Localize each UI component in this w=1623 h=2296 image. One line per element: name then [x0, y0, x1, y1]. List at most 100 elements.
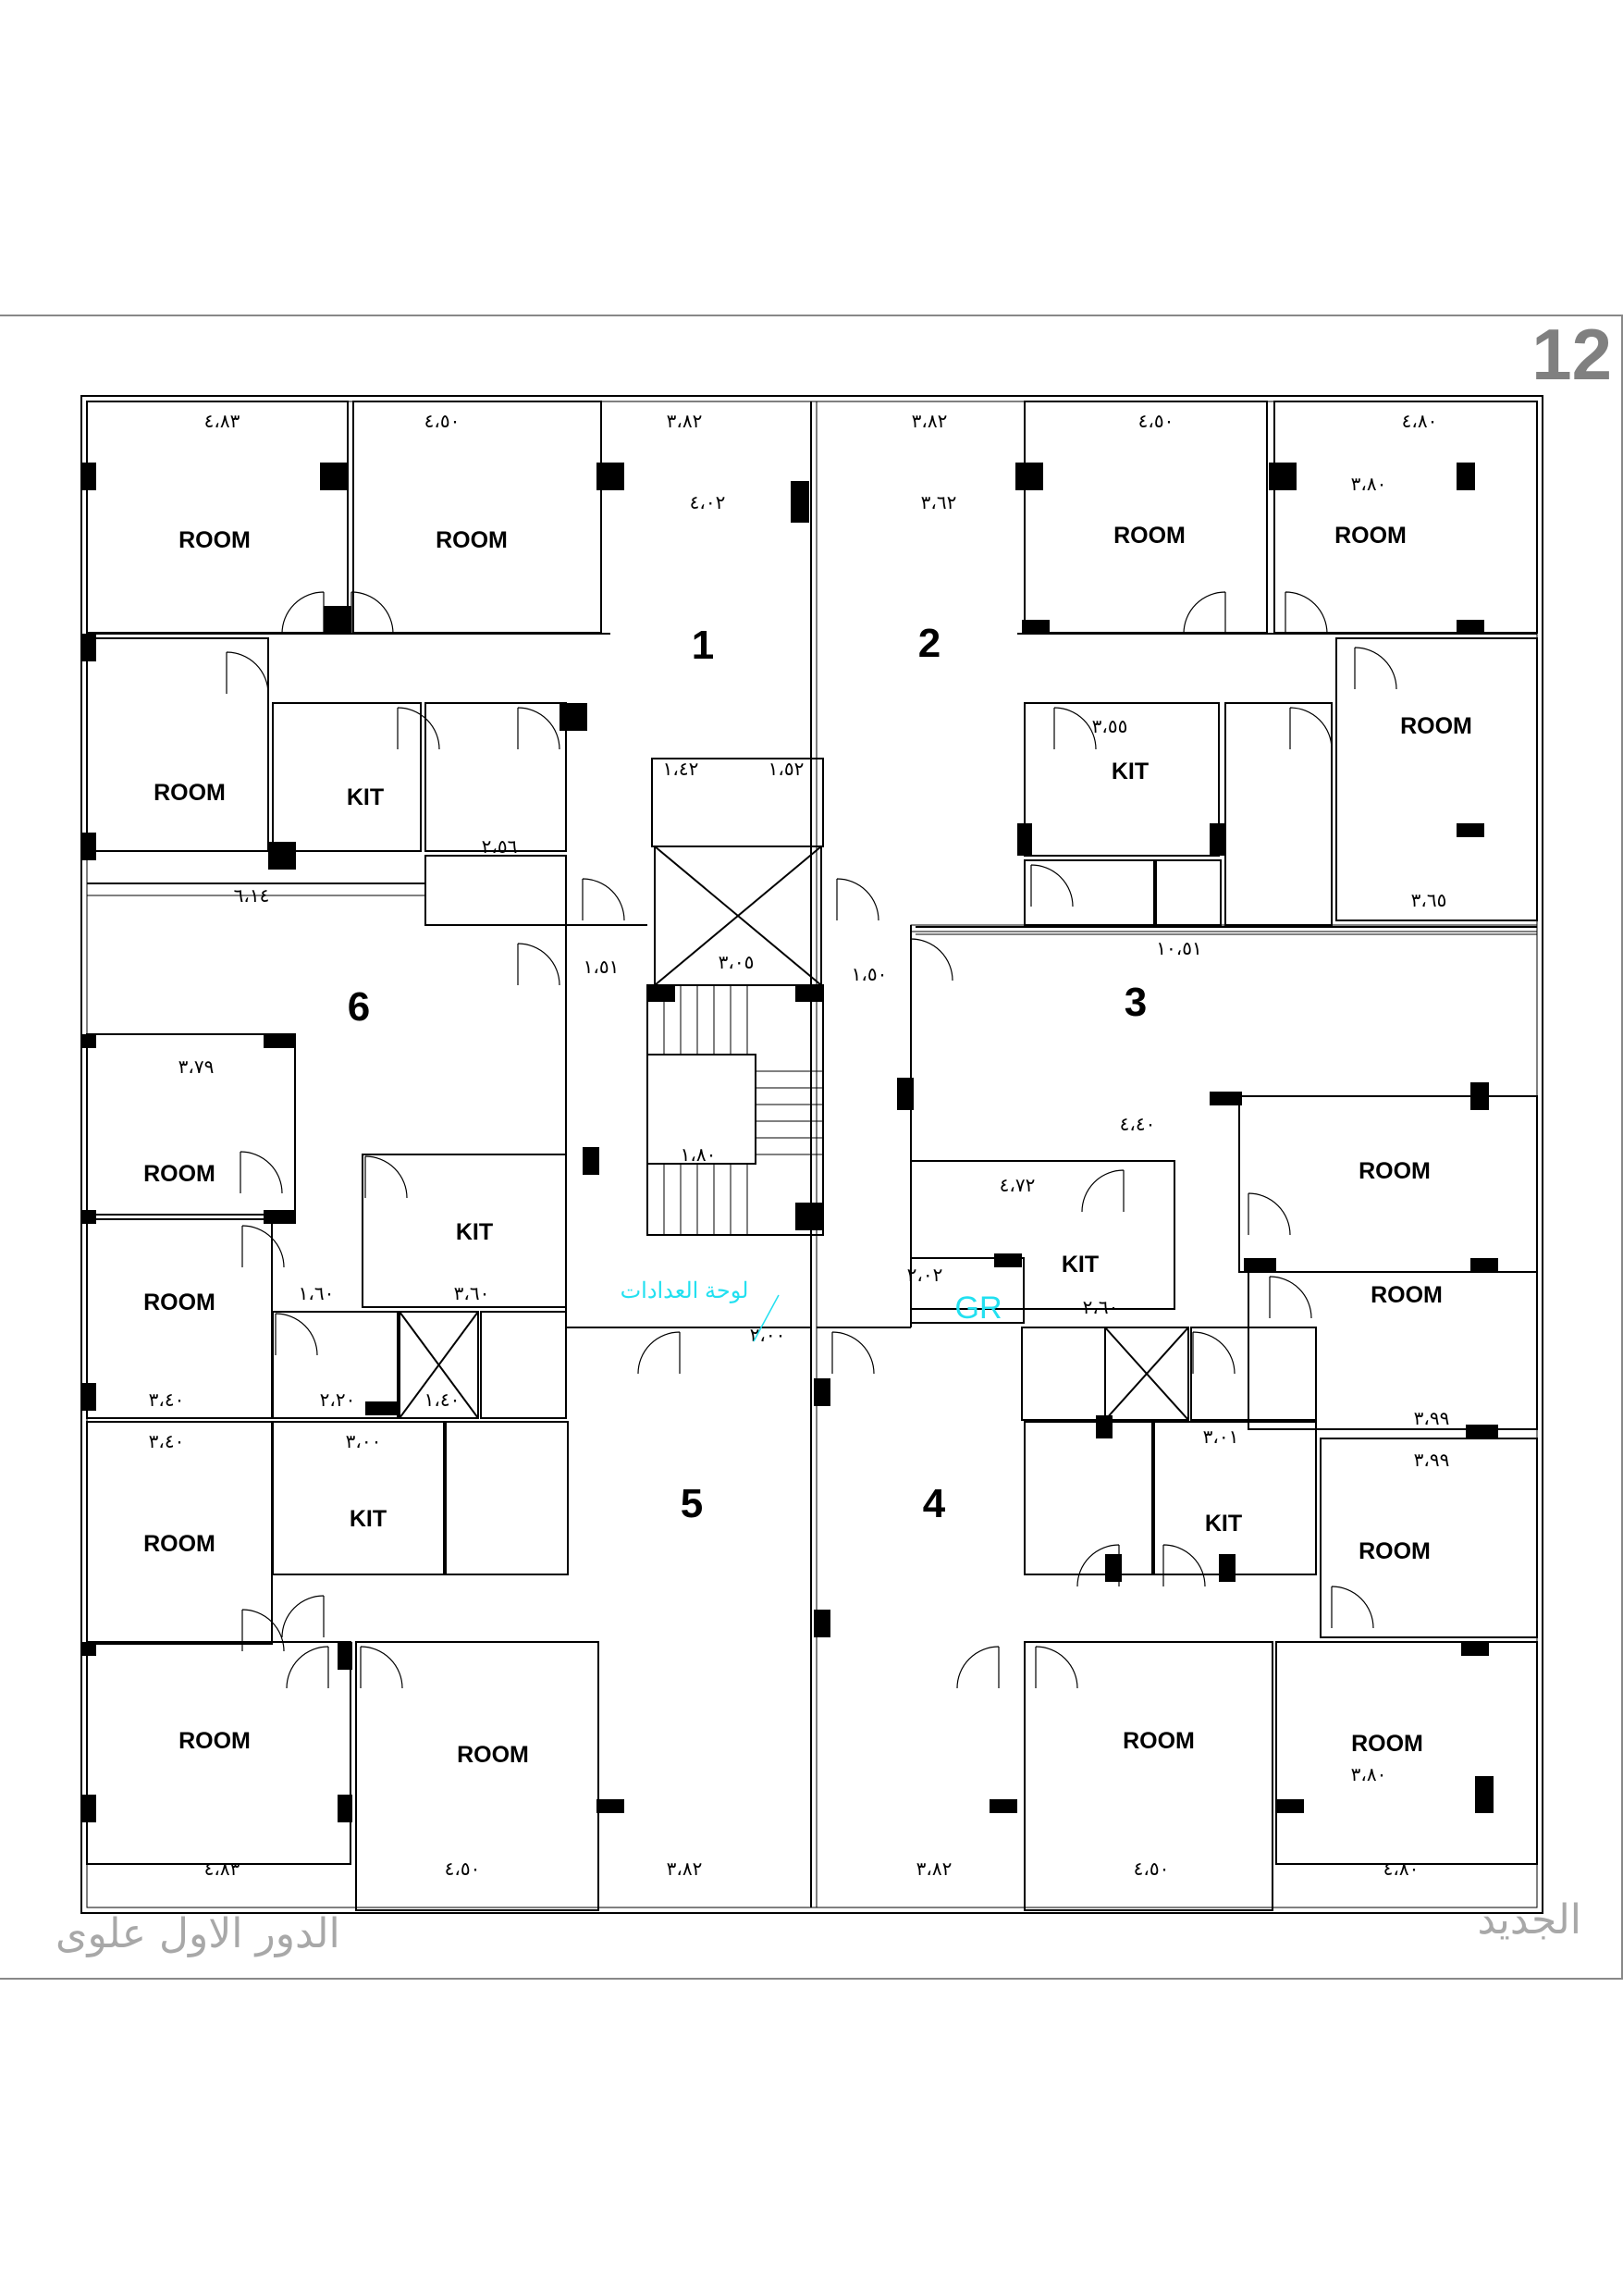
column: [596, 463, 624, 490]
apartment-number-4: 4: [923, 1481, 946, 1526]
column: [791, 481, 809, 523]
room-2c: [1335, 637, 1538, 921]
room-label: ROOM: [1351, 1731, 1423, 1757]
apartment-number-1: 1: [692, 623, 714, 668]
dimension-label: ٣،٦٢: [921, 491, 957, 513]
door-swing: [240, 1151, 283, 1194]
column: [1470, 1258, 1498, 1272]
door-swing: [1035, 1646, 1078, 1689]
room-label: ROOM: [1359, 1158, 1431, 1184]
dimension-label: ٣،٩٩: [1414, 1449, 1450, 1471]
column: [365, 1401, 398, 1415]
column: [583, 1147, 599, 1175]
column: [596, 1799, 624, 1813]
column: [81, 833, 96, 860]
column: [1470, 1082, 1489, 1110]
room-5c: [355, 1641, 599, 1911]
door-swing: [1192, 1331, 1236, 1375]
wc-2: [1024, 859, 1155, 926]
room-labels: ROOM ROOM ROOM KIT ROOM ROOM ROOM KIT RO…: [143, 523, 1472, 1768]
door-swing: [637, 1331, 681, 1375]
door-swing: [1248, 1192, 1291, 1236]
dimension-label: ٤،٨٠: [1383, 1858, 1420, 1880]
bath-1: [424, 702, 567, 852]
meter-board-label: لوحة العدادات: [621, 1278, 749, 1303]
column: [320, 463, 348, 490]
column: [1022, 620, 1050, 634]
apartment-number-2: 2: [918, 621, 941, 666]
column: [647, 985, 675, 1002]
dimension-label: ٤،٥٠: [424, 410, 461, 432]
door-swing: [1081, 1169, 1125, 1213]
column: [1461, 1642, 1489, 1656]
dimension-label: ٣،٨٢: [916, 1858, 953, 1880]
bath-6b: [480, 1311, 567, 1419]
dimension-labels: ٤،٨٣ ٤،٥٠ ٣،٨٢ ٤،٠٢ ٢،٥٦ ٦،١٤ ٣،٨٢ ٣،٦٢ …: [149, 410, 1450, 1880]
column: [1015, 463, 1043, 490]
shaft-6: [399, 1311, 479, 1419]
dimension-label: ٣،٨٠: [1351, 473, 1387, 495]
room-label: ROOM: [154, 780, 226, 806]
column: [1105, 1554, 1122, 1582]
door-swing: [517, 707, 560, 750]
column: [324, 606, 351, 634]
column: [81, 1034, 96, 1048]
kit-2: [1024, 702, 1220, 857]
room-4a: [1248, 1271, 1538, 1430]
dimension-label: ٣،٦٠: [454, 1282, 490, 1304]
gr-label: GR: [955, 1290, 1002, 1326]
room-2a: [1024, 401, 1268, 634]
dimension-label: ٤،٧٢: [1000, 1174, 1036, 1196]
dimension-label: ٣،٠٠: [346, 1430, 382, 1452]
room-2b: [1273, 401, 1538, 634]
dimension-label: ٢،٢٠: [320, 1389, 356, 1411]
room-label: ROOM: [143, 1290, 215, 1315]
room-1c: [86, 637, 269, 852]
door-swing: [350, 591, 394, 635]
door-swing: [281, 1595, 325, 1638]
room-label: ROOM: [1113, 523, 1186, 549]
columns: [81, 463, 1498, 1822]
plan-caption: الجديد: [1477, 1896, 1581, 1944]
page-number: 12: [1531, 314, 1612, 395]
door-swing: [241, 1225, 285, 1268]
kit-1: [272, 702, 422, 852]
column: [559, 703, 587, 731]
room-label: ROOM: [178, 527, 251, 553]
room-3a: [1238, 1095, 1538, 1273]
room-1b: [352, 401, 602, 634]
shaft-4: [1104, 1327, 1189, 1421]
column: [81, 1383, 96, 1411]
stair-treads: [663, 985, 823, 1235]
meter-board-leader: [753, 1294, 780, 1342]
door-swing: [364, 1155, 408, 1199]
door-swing: [1183, 591, 1226, 635]
dimension-label: ٣،٩٩: [1414, 1407, 1450, 1429]
dimension-label: ٣،٦٥: [1411, 889, 1447, 911]
doors: [226, 591, 1397, 1689]
wc-1: [424, 855, 567, 926]
door-swing: [517, 943, 560, 986]
column: [268, 842, 296, 870]
door-swing: [1076, 1544, 1120, 1587]
column: [264, 1034, 296, 1048]
room-label: ROOM: [143, 1531, 215, 1557]
door-swing: [397, 707, 440, 750]
room-label: ROOM: [1371, 1282, 1443, 1308]
column: [1457, 463, 1475, 490]
dimension-label: ٣،٨٢: [667, 410, 703, 432]
room-label: ROOM: [1123, 1728, 1195, 1754]
dimension-label: ٤،٨٣: [204, 1858, 240, 1880]
bath-4a: [1021, 1327, 1106, 1421]
room-6a: [86, 1033, 296, 1216]
dimension-label: ١،٤٠: [424, 1389, 461, 1411]
door-swing: [241, 1609, 285, 1652]
column: [1096, 1415, 1113, 1438]
dimension-label: ١،٥١: [584, 956, 620, 978]
column: [338, 1795, 352, 1822]
door-swing: [1331, 1586, 1374, 1629]
dimension-label: ٢،٠٠: [750, 1324, 786, 1346]
walls-outline: [80, 395, 1543, 1914]
kitchen-label: KIT: [347, 784, 384, 810]
kitchen-label: KIT: [456, 1219, 493, 1245]
